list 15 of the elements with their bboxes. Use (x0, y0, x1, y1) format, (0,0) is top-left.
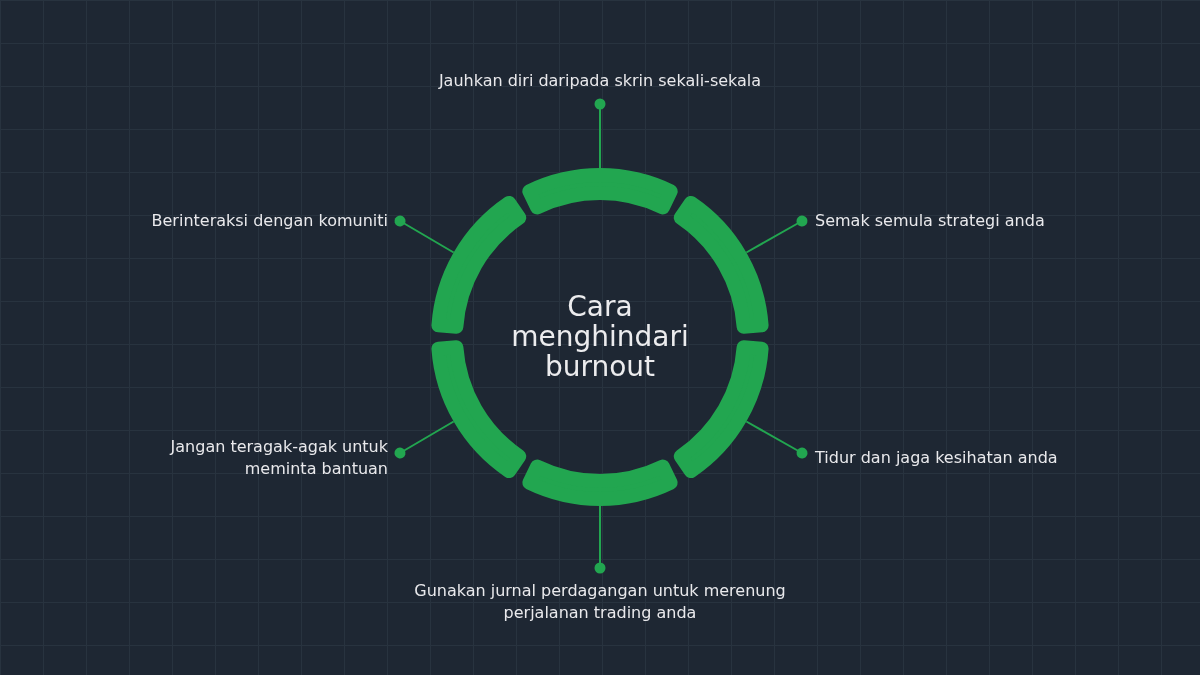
leader-line (594, 98, 606, 169)
tip-text: Berinteraksi dengan komuniti (151, 211, 388, 230)
tip-text: Jauhkan diri daripada skrin sekali-sekala (438, 71, 762, 90)
leader-line (745, 420, 808, 459)
leader-line (594, 505, 606, 574)
tip-text: Gunakan jurnal perdagangan untuk merenung perjalanan trading anda (414, 581, 786, 622)
ring-segment (519, 168, 681, 217)
center-title: Cara menghindari burnout (510, 292, 690, 382)
tip-text: Tidur dan jaga kesihatan anda (815, 448, 1058, 467)
ring-segment (519, 457, 681, 506)
leader-line (394, 420, 455, 459)
tip-text: Semak semula strategi anda (815, 211, 1045, 230)
leader-line (745, 215, 808, 254)
tip-text: Jangan teragak-agak untuk meminta bantuan (170, 437, 388, 478)
leader-line (394, 215, 455, 254)
